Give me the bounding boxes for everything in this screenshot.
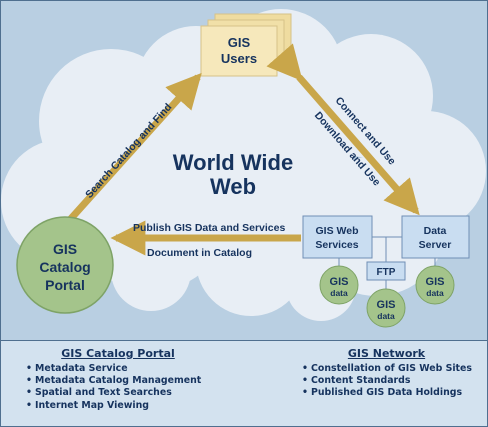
data-server-box bbox=[401, 215, 470, 259]
data-server-line1: Data bbox=[424, 225, 447, 237]
legend-network-list: Constellation of GIS Web Sites Content S… bbox=[299, 363, 474, 400]
list-item: Internet Map Viewing bbox=[26, 400, 213, 412]
users-label-line2: Users bbox=[221, 51, 257, 66]
gis-data-1-line1: GIS bbox=[330, 276, 349, 288]
list-item: Metadata Service bbox=[26, 363, 213, 375]
data-server-line2: Server bbox=[419, 239, 452, 251]
gis-data-1-line2: data bbox=[330, 288, 348, 298]
gis-data-2-line1: GIS bbox=[377, 299, 396, 311]
connect-arrow bbox=[266, 43, 420, 216]
gis-data-2-line2: data bbox=[377, 311, 395, 321]
users-label-line1: GIS bbox=[228, 35, 251, 50]
document-label: Document in Catalog bbox=[147, 247, 252, 259]
gis-data-circle-1 bbox=[319, 265, 359, 305]
gis-data-3-line1: GIS bbox=[426, 276, 445, 288]
diagram-area: Search Catalog and Find Connect and Use … bbox=[1, 1, 487, 340]
legend-portal-column: GIS Catalog Portal Metadata Service Meta… bbox=[23, 347, 213, 412]
www-title-line2: Web bbox=[210, 174, 256, 199]
gis-data-circle-3 bbox=[415, 265, 455, 305]
ftp-label: FTP bbox=[377, 267, 396, 278]
gis-data-3-line2: data bbox=[426, 288, 444, 298]
list-item: Spatial and Text Searches bbox=[26, 387, 213, 399]
portal-label-line1: GIS bbox=[53, 241, 77, 257]
list-item: Published GIS Data Holdings bbox=[302, 387, 474, 399]
legend-network-title: GIS Network bbox=[347, 347, 426, 360]
legend-portal-list: Metadata Service Metadata Catalog Manage… bbox=[23, 363, 213, 412]
list-item: Content Standards bbox=[302, 375, 474, 387]
legend-network-column: GIS Network Constellation of GIS Web Sit… bbox=[299, 347, 474, 400]
gis-data-circle-2 bbox=[366, 288, 406, 328]
www-title-line1: World Wide bbox=[173, 150, 293, 175]
list-item: Constellation of GIS Web Sites bbox=[302, 363, 474, 375]
legend-portal-title: GIS Catalog Portal bbox=[61, 347, 175, 360]
web-services-box bbox=[302, 215, 373, 259]
catalog-portal-circle bbox=[16, 216, 114, 314]
search-arrow bbox=[34, 72, 202, 257]
server-connectors bbox=[338, 236, 436, 289]
portal-label-line2: Catalog bbox=[39, 259, 90, 275]
web-services-line1: GIS Web bbox=[316, 225, 359, 237]
web-services-line2: Services bbox=[315, 239, 358, 251]
ftp-box bbox=[366, 261, 406, 281]
list-item: Metadata Catalog Management bbox=[26, 375, 213, 387]
portal-label-line3: Portal bbox=[45, 277, 85, 293]
publish-label: Publish GIS Data and Services bbox=[133, 222, 285, 234]
legend-panel: GIS Catalog Portal Metadata Service Meta… bbox=[1, 340, 487, 426]
